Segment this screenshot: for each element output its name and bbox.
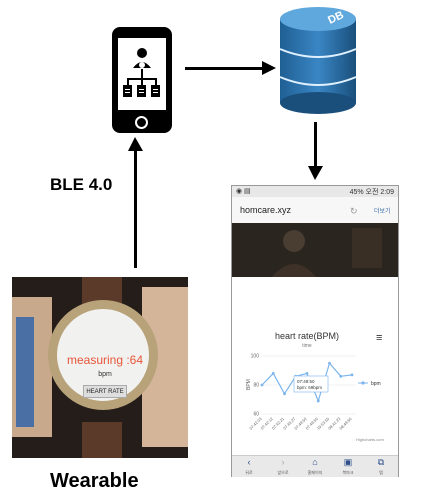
reload-icon[interactable]: ↻ (350, 206, 358, 216)
measuring-text: measuring :64 (66, 353, 144, 367)
arrow-head-up (128, 137, 143, 151)
y-axis-ticks: 100 80 60 (251, 354, 260, 418)
bpm-unit-text: bpm (98, 371, 112, 378)
more-button[interactable]: 더보기 (374, 209, 391, 215)
legend-marker (361, 381, 365, 385)
tooltip: 07:49:50 bpm: 69bpm (293, 375, 329, 393)
arrow-head-right (262, 61, 276, 75)
y-tick-label: 100 (251, 354, 260, 360)
x-tick-label: 08:49:50 (338, 416, 353, 431)
arrow-phone-to-db (185, 67, 265, 70)
y-tick-label: 80 (253, 383, 259, 389)
back-icon[interactable]: ‹ (247, 457, 251, 467)
chart-credit[interactable]: Highcharts.com (356, 437, 384, 442)
tabs-label: 탭 (379, 470, 383, 475)
notification-icons: ◉ ▤ (236, 188, 251, 195)
data-point[interactable] (339, 374, 343, 378)
tabs-icon[interactable]: ⧉ (377, 457, 385, 467)
data-point[interactable] (305, 372, 309, 375)
bookmark-label: 북마크 (342, 470, 354, 475)
back-label: 뒤로 (245, 470, 253, 475)
y-axis-label: BPM (246, 379, 252, 390)
status-right: 45% 오전 2:09 (349, 189, 394, 196)
wearable-label: Wearable (50, 470, 139, 492)
bottom-nav-bar (232, 455, 398, 477)
forward-label: 앞으로 (277, 470, 289, 475)
x-axis-ticks: 07:42:0307:42:1207:42:2107:45:2707:49:50… (248, 416, 353, 431)
tooltip-label: bpm: 69bpm (297, 385, 322, 390)
heart-rate-button[interactable]: HEART RATE (83, 385, 127, 398)
forward-icon[interactable]: › (281, 457, 285, 467)
status-bar: ◉ ▤ 45% 오전 2:09 (232, 186, 398, 197)
banner-figure (232, 223, 398, 277)
arrow-wearable-to-phone (134, 150, 137, 268)
watch-face (48, 300, 158, 410)
tooltip-time: 07:49:50 (297, 379, 315, 384)
chart-title: heart rate(BPM) (274, 331, 340, 341)
phone-home-button (135, 116, 148, 129)
chart-subtitle: time (302, 343, 312, 349)
heart-rate-chart: 100 80 60 BPM 07:42:0307:42:1207:42:2107:4… (246, 354, 381, 431)
home-icon[interactable]: ⌂ (312, 457, 318, 467)
home-label: 홈페이지 (307, 470, 323, 475)
data-point[interactable] (271, 372, 275, 375)
legend-label[interactable]: bpm (371, 381, 381, 387)
y-tick-label: 60 (253, 412, 259, 418)
arrow-db-to-phone (314, 122, 317, 170)
url-text[interactable]: homcare.xyz (240, 205, 292, 215)
user-hierarchy-icon (123, 48, 160, 97)
ble-label: BLE 4.0 (50, 175, 113, 194)
data-point[interactable] (283, 392, 286, 396)
header-banner-image (232, 223, 398, 277)
database-icon: DB (279, 7, 357, 114)
bookmark-icon[interactable]: ▣ (343, 457, 353, 467)
data-point[interactable] (316, 399, 320, 403)
data-point[interactable] (260, 383, 264, 387)
data-point[interactable] (350, 373, 354, 377)
chart-menu-icon[interactable]: ≡ (376, 332, 383, 344)
smartphone-screen (118, 38, 166, 110)
data-point[interactable] (328, 361, 331, 365)
arrow-head-down (308, 166, 323, 180)
